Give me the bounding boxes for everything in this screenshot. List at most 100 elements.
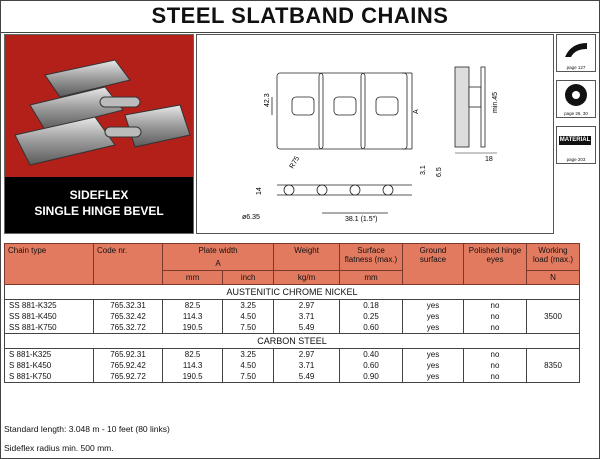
table-row: SS 881-K450 765.32.42 114.3 4.50 3.71 0.… [4, 311, 580, 322]
page-title: STEEL SLATBAND CHAINS [0, 0, 600, 33]
header-plate-width: Plate width A [161, 243, 275, 271]
header-weight: Weight [273, 243, 340, 271]
photo-caption: SIDEFLEX SINGLE HINGE BEVEL [5, 177, 193, 233]
cell-code: 765.92.31 [93, 348, 163, 360]
header-ground-surface: Ground surface [402, 243, 464, 285]
chain-spec-table: Chain type Code nr. Plate width A Weight… [4, 243, 580, 383]
technical-drawing: 42.3 A min.45 18 14 R75 3.1 6.5 ø6.35 38… [196, 34, 554, 234]
sideflex-page: page 127 [566, 65, 586, 70]
cell-flatness: 0.60 [339, 360, 403, 371]
cell-mm: 82.5 [161, 299, 224, 311]
cell-polished: no [463, 360, 527, 371]
cell-ground: yes [402, 348, 464, 360]
cell-weight: 5.49 [273, 322, 340, 334]
cell-inch: 4.50 [222, 311, 275, 322]
note-standard-length: Standard length: 3.048 m - 10 feet (80 l… [4, 424, 170, 434]
cell-ground: yes [402, 371, 464, 383]
dim-42-3: 42.3 [264, 93, 271, 107]
material-page: page 203 [566, 157, 586, 162]
section-title: AUSTENITIC CHROME NICKEL [4, 284, 580, 300]
cell-flatness: 0.90 [339, 371, 403, 383]
header-plate-width-a: A [215, 259, 221, 268]
unit-kgm: kg/m [273, 270, 340, 285]
caption-line-2: SINGLE HINGE BEVEL [34, 204, 164, 218]
cell-inch: 3.25 [222, 299, 275, 311]
cell-weight: 3.71 [273, 311, 340, 322]
cell-flatness: 0.40 [339, 348, 403, 360]
dim-pitch: 38.1 (1.5") [345, 216, 377, 223]
header-code-nr: Code nr. [93, 243, 163, 285]
dim-a: A [413, 109, 420, 114]
cell-type: S 881-K450 [4, 360, 94, 371]
header-plate-width-label: Plate width [198, 246, 238, 255]
table-row: SS 881-K325 765.32.31 82.5 3.25 2.97 0.1… [4, 299, 580, 334]
cell-ground: yes [402, 311, 464, 322]
cell-type: SS 881-K450 [4, 311, 94, 322]
cell-polished: no [463, 311, 527, 322]
cell-weight: 2.97 [273, 299, 340, 311]
cell-type: S 881-K325 [4, 348, 94, 360]
table-row: SS 881-K750 765.32.72 190.5 7.50 5.49 0.… [4, 322, 580, 334]
material-label: MATERIAL [559, 136, 591, 145]
section-title: CARBON STEEL [4, 333, 580, 349]
section-row: AUSTENITIC CHROME NICKEL [4, 284, 580, 300]
sprocket-page: page 26, 30 [564, 111, 588, 116]
drawing-svg: 42.3 A min.45 18 14 R75 3.1 6.5 ø6.35 38… [242, 66, 499, 223]
cell-code: 765.32.72 [93, 322, 163, 334]
cell-code: 765.92.42 [93, 360, 163, 371]
material-icon: MATERIAL page 203 [556, 126, 596, 164]
cell-code: 765.32.42 [93, 311, 163, 322]
dim-r75: R75 [289, 155, 302, 170]
section-row: CARBON STEEL [4, 333, 580, 349]
table-row: S 881-K750 765.92.72 190.5 7.50 5.49 0.9… [4, 371, 580, 383]
header-polished-hinge: Polished hinge eyes [463, 243, 527, 285]
unit-n: N [526, 270, 580, 285]
cell-code: 765.32.31 [93, 299, 163, 311]
unit-flatness-mm: mm [339, 270, 403, 285]
cell-polished: no [463, 348, 527, 360]
cell-ground: yes [402, 360, 464, 371]
dim-min45: min.45 [492, 92, 499, 113]
cell-working-load: 3500 [526, 299, 580, 334]
cell-type: S 881-K750 [4, 371, 94, 383]
note-sideflex-radius: Sideflex radius min. 500 mm. [4, 443, 114, 453]
chain-photo-illustration [14, 59, 191, 166]
cell-inch: 7.50 [222, 371, 275, 383]
header-working-load: Working load (max.) [526, 243, 580, 271]
side-icons: page 127 page 26, 30 MATERIAL page 203 [556, 34, 596, 172]
dim-6-5: 6.5 [436, 167, 443, 177]
cell-mm: 190.5 [161, 322, 224, 334]
sprocket-icon: page 26, 30 [556, 80, 596, 118]
cell-ground: yes [402, 322, 464, 334]
unit-mm: mm [161, 270, 224, 285]
cell-code: 765.92.72 [93, 371, 163, 383]
cell-working-load: 8350 [526, 348, 580, 383]
caption-line-1: SIDEFLEX [69, 188, 129, 202]
cell-polished: no [463, 371, 527, 383]
cell-weight: 3.71 [273, 360, 340, 371]
cell-mm: 114.3 [161, 360, 224, 371]
sideflex-icon: page 127 [556, 34, 596, 72]
cell-flatness: 0.18 [339, 299, 403, 311]
header-chain-type: Chain type [4, 243, 94, 285]
cell-mm: 82.5 [161, 348, 224, 360]
cell-weight: 5.49 [273, 371, 340, 383]
cell-polished: no [463, 322, 527, 334]
unit-inch: inch [222, 270, 275, 285]
cell-flatness: 0.60 [339, 322, 403, 334]
table-row: S 881-K325 765.92.31 82.5 3.25 2.97 0.40… [4, 348, 580, 383]
cell-type: SS 881-K750 [4, 322, 94, 334]
cell-inch: 7.50 [222, 322, 275, 334]
cell-ground: yes [402, 299, 464, 311]
table-row: S 881-K450 765.92.42 114.3 4.50 3.71 0.6… [4, 360, 580, 371]
product-photo: SIDEFLEX SINGLE HINGE BEVEL [4, 34, 194, 234]
dim-14: 14 [256, 187, 263, 195]
cell-mm: 114.3 [161, 311, 224, 322]
cell-type: SS 881-K325 [4, 299, 94, 311]
cell-inch: 4.50 [222, 360, 275, 371]
header-surface-flatness: Surface flatness (max.) [339, 243, 403, 271]
cell-flatness: 0.25 [339, 311, 403, 322]
dim-18: 18 [485, 156, 493, 163]
dim-3-1: 3.1 [420, 165, 427, 175]
cell-mm: 190.5 [161, 371, 224, 383]
